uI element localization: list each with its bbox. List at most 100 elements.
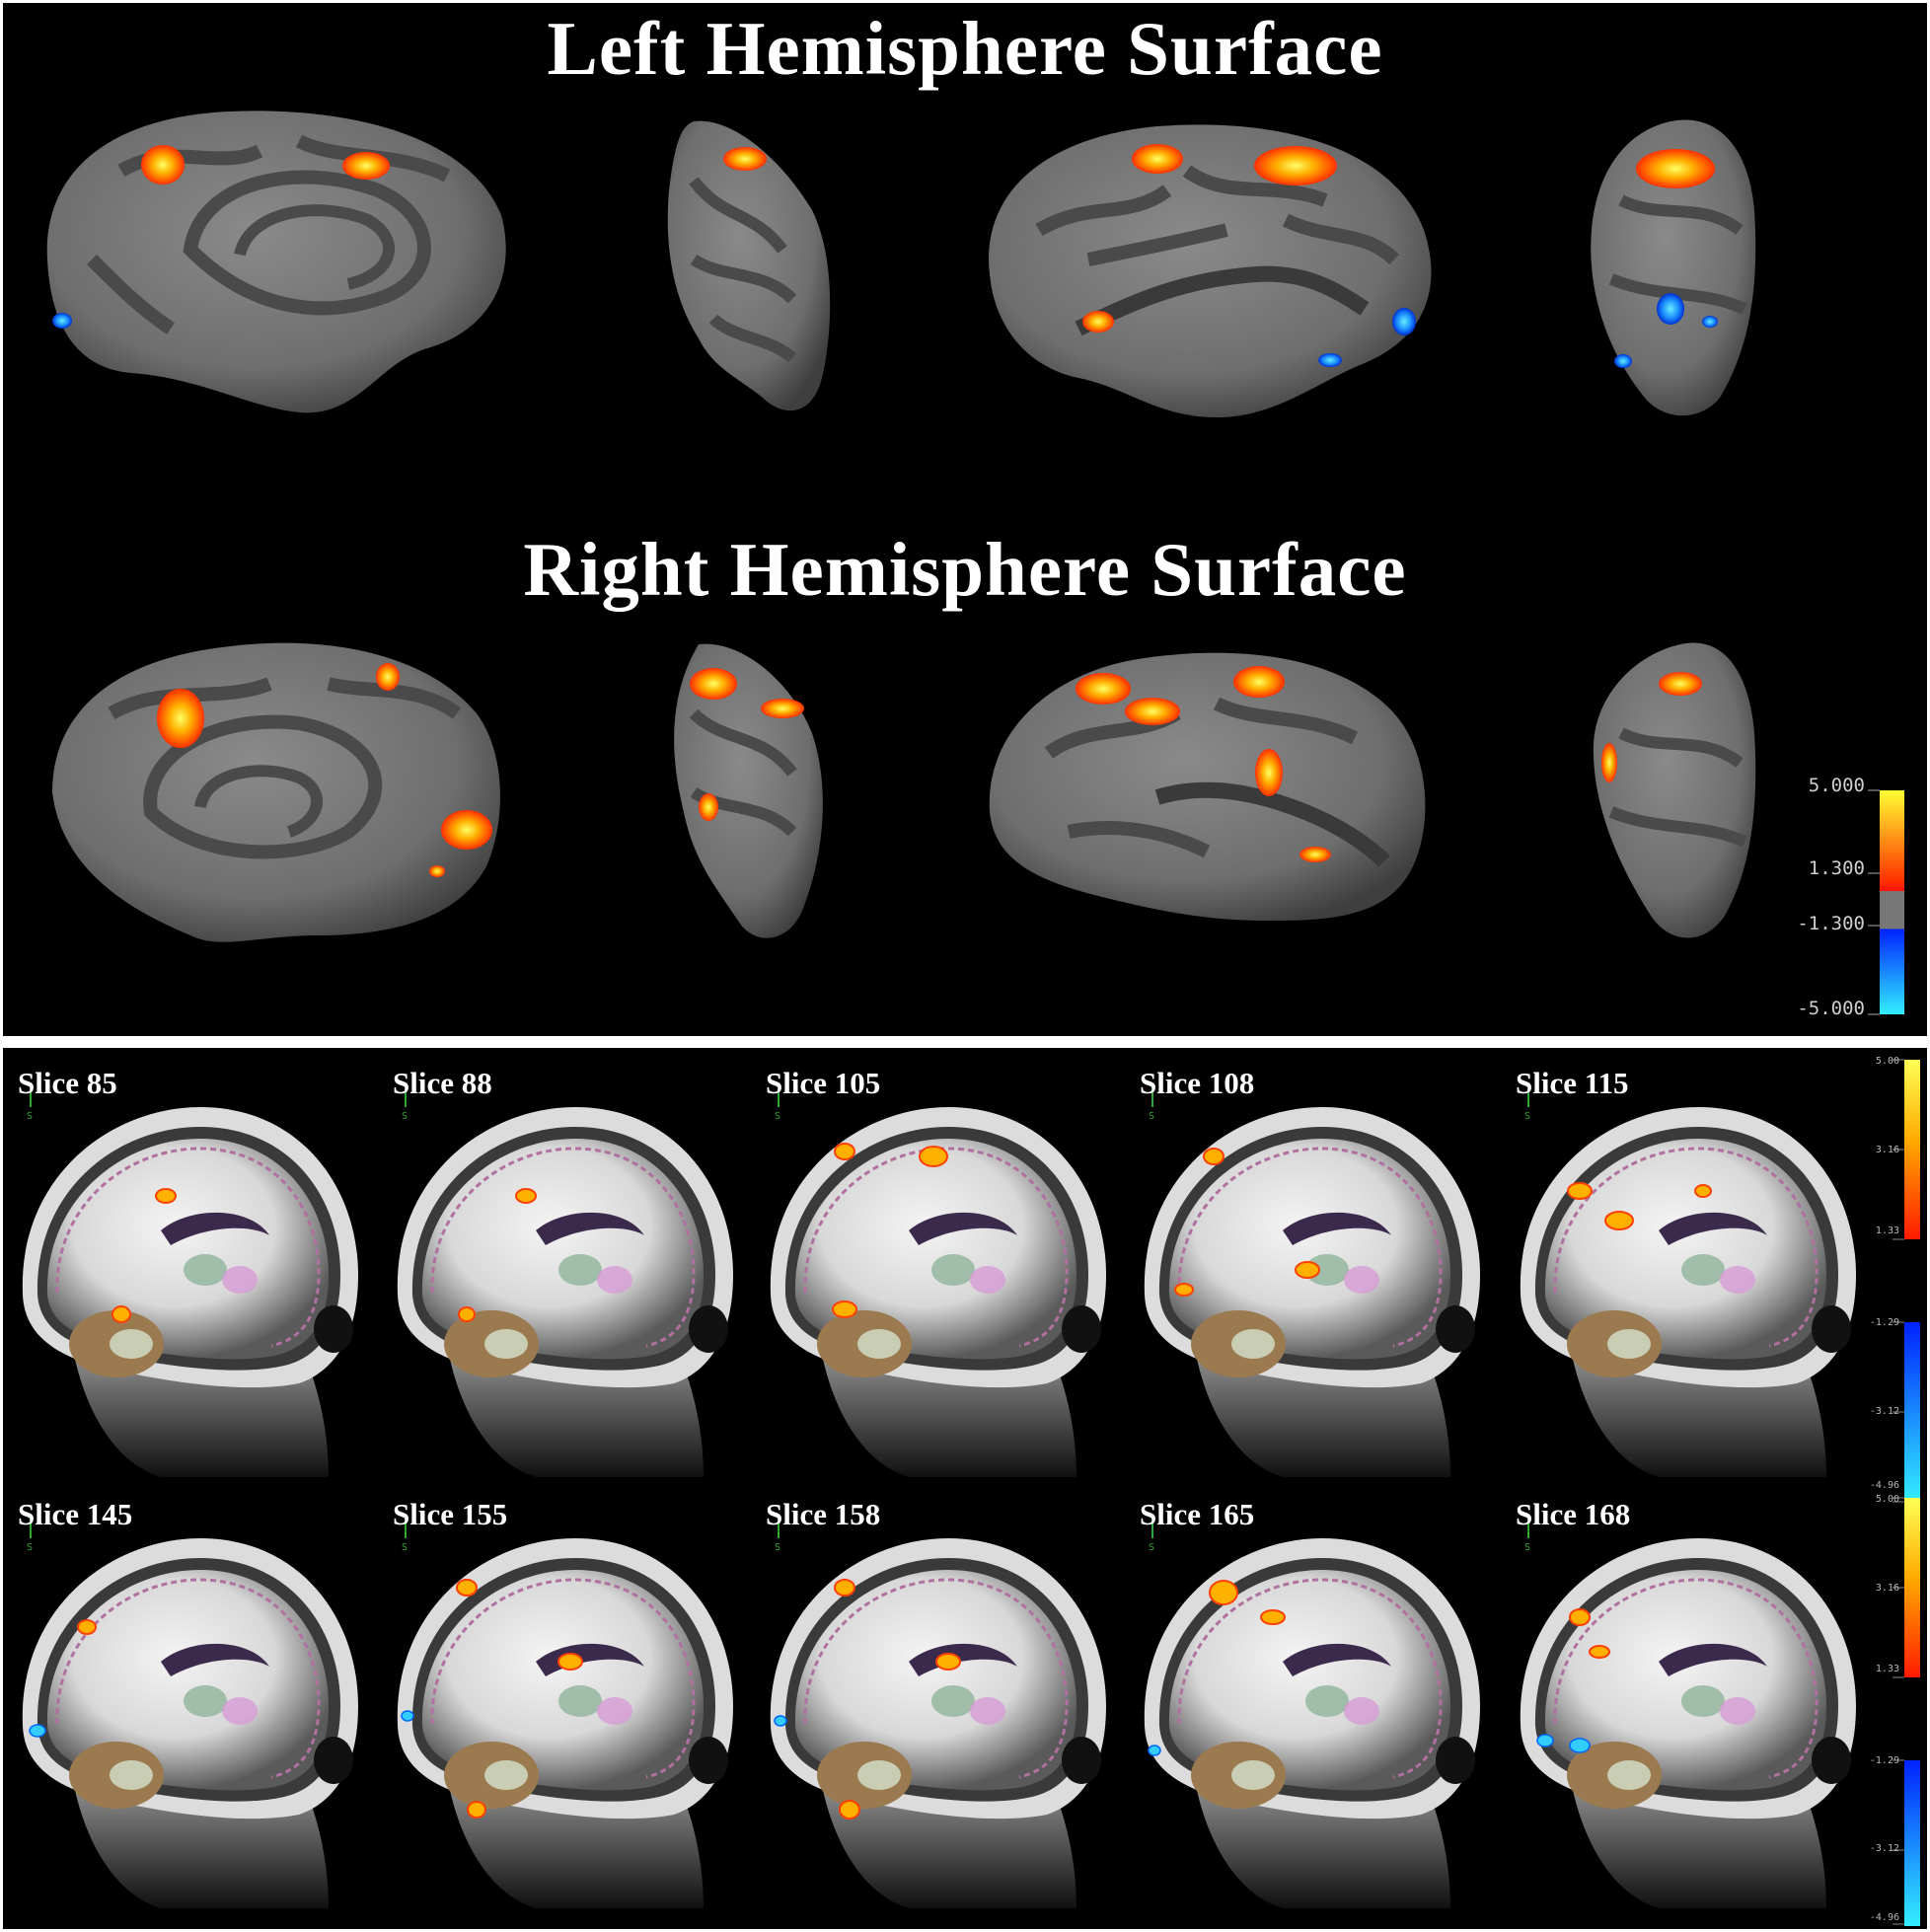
slice-ventricle	[536, 1212, 644, 1245]
positive-activation	[1209, 1580, 1238, 1605]
slice-brain	[794, 1570, 1076, 1791]
slice-thumbnail: S	[397, 1519, 733, 1908]
slice-brain	[794, 1139, 1076, 1360]
slice-thumbnail: S	[22, 1087, 359, 1477]
slice-cerebellum-core	[1607, 1329, 1651, 1359]
slice-subcortical	[970, 1697, 1005, 1725]
slice-subcortical	[1720, 1697, 1755, 1725]
slice-cortex-outline	[803, 1147, 1069, 1348]
surface-colorbar-label: -1.300	[1797, 913, 1865, 934]
slice-cortex-outline	[803, 1578, 1069, 1779]
slice-subcortical	[1305, 1254, 1349, 1286]
slice-cerebellum-core	[1231, 1760, 1275, 1790]
positive-activation	[832, 1300, 857, 1318]
positive-activation	[467, 1801, 486, 1819]
slice-ventricle	[1283, 1643, 1391, 1676]
slice-colorbar-bottom	[1893, 1497, 1920, 1926]
slice-cerebellum-core	[857, 1329, 901, 1359]
slice-subcortical	[184, 1254, 227, 1286]
slice-thumbnail: S	[770, 1087, 1106, 1477]
slice-label: Slice 155	[393, 1497, 508, 1531]
positive-activation	[1694, 1184, 1712, 1198]
slice-label: Slice 145	[18, 1497, 133, 1531]
slice-ventricle	[1283, 1212, 1391, 1245]
negative-activation	[1148, 1745, 1161, 1756]
slice-orbit	[1812, 1737, 1851, 1784]
slice-thumbnail: S	[397, 1087, 733, 1477]
slice-thumbnail: S	[1144, 1087, 1480, 1477]
slice-cerebellum-core	[110, 1329, 153, 1359]
slice-ventricle	[1659, 1212, 1767, 1245]
positive-activation	[834, 1143, 855, 1160]
slice-subcortical	[1305, 1685, 1349, 1717]
slice-cortex-outline	[1553, 1147, 1819, 1348]
right-lateral-view	[989, 652, 1426, 921]
slice-colorbar-label: 3.16	[1875, 1145, 1899, 1155]
surface-figure	[46, 111, 1904, 1015]
slice-colorbar-label: 1.33	[1875, 1664, 1899, 1674]
slice-thumbnail: S	[1520, 1519, 1856, 1908]
slice-ventricle	[909, 1643, 1017, 1676]
right-posterior-view	[1593, 642, 1756, 938]
slice-subcortical	[1344, 1697, 1379, 1725]
slice-colorbar-label: 3.16	[1875, 1583, 1899, 1594]
positive-activation	[155, 1188, 177, 1204]
right-hemisphere-title: Right Hemisphere Surface	[523, 527, 1407, 612]
slice-subcortical	[597, 1266, 632, 1294]
slice-subcortical	[1720, 1266, 1755, 1294]
positive-activation	[1174, 1283, 1194, 1297]
slice-subcortical	[184, 1685, 227, 1717]
slice-subcortical	[931, 1254, 975, 1286]
positive-activation	[1295, 1261, 1320, 1279]
left-posterior-view	[1591, 119, 1756, 416]
surface-panel: Left Hemisphere Surface Right Hemisphere…	[3, 3, 1927, 1036]
positive-activation	[458, 1306, 476, 1322]
slice-thumbnail: S	[1144, 1519, 1480, 1908]
right-medial-view	[52, 642, 500, 942]
surface-colorbar	[1868, 789, 1904, 1015]
slice-subcortical	[222, 1266, 258, 1294]
slice-subcortical	[1681, 1685, 1725, 1717]
slice-colorbar-label: 5.00	[1875, 1494, 1899, 1505]
slice-cerebellum-core	[857, 1760, 901, 1790]
slice-colorbar-label: -1.29	[1869, 1317, 1899, 1328]
positive-activation	[935, 1653, 961, 1671]
positive-activation	[77, 1619, 97, 1635]
positive-activation	[1203, 1148, 1225, 1165]
slice-orbit	[1436, 1737, 1475, 1784]
slice-label: Slice 85	[18, 1066, 117, 1100]
slice-ventricle	[161, 1643, 269, 1676]
slice-colorbar-label: -4.96	[1869, 1480, 1899, 1491]
slice-orbit	[314, 1305, 353, 1353]
superior-label: S	[27, 1542, 33, 1553]
slice-colorbar-label: 5.00	[1875, 1056, 1899, 1067]
surface-colorbar-label: 1.300	[1808, 857, 1865, 879]
negative-activation	[29, 1724, 46, 1738]
slice-thumbnail: S	[770, 1519, 1106, 1908]
slice-orbit	[1062, 1737, 1101, 1784]
slice-brain	[421, 1570, 704, 1791]
superior-label: S	[775, 1542, 780, 1553]
left-medial-view	[46, 111, 506, 413]
positive-activation	[456, 1579, 478, 1597]
negative-activation	[401, 1710, 414, 1722]
slice-cerebellum-core	[484, 1329, 528, 1359]
slice-label: Slice 168	[1516, 1497, 1631, 1531]
positive-activation	[1567, 1182, 1593, 1200]
left-lateral-view	[989, 124, 1432, 417]
slice-cortex-outline	[55, 1147, 321, 1348]
slice-cortex-outline	[1553, 1578, 1819, 1779]
positive-activation	[919, 1146, 948, 1167]
slice-cerebellum-core	[110, 1760, 153, 1790]
positive-activation	[834, 1579, 855, 1597]
slice-subcortical	[558, 1254, 602, 1286]
slice-brain	[1544, 1570, 1826, 1791]
slice-brain	[1168, 1139, 1450, 1360]
slice-ventricle	[909, 1212, 1017, 1245]
superior-label: S	[402, 1542, 408, 1553]
slice-label: Slice 115	[1516, 1066, 1629, 1100]
slice-ventricle	[1659, 1643, 1767, 1676]
superior-label: S	[1149, 1542, 1154, 1553]
surface-colorbar-label: -5.000	[1797, 998, 1865, 1019]
